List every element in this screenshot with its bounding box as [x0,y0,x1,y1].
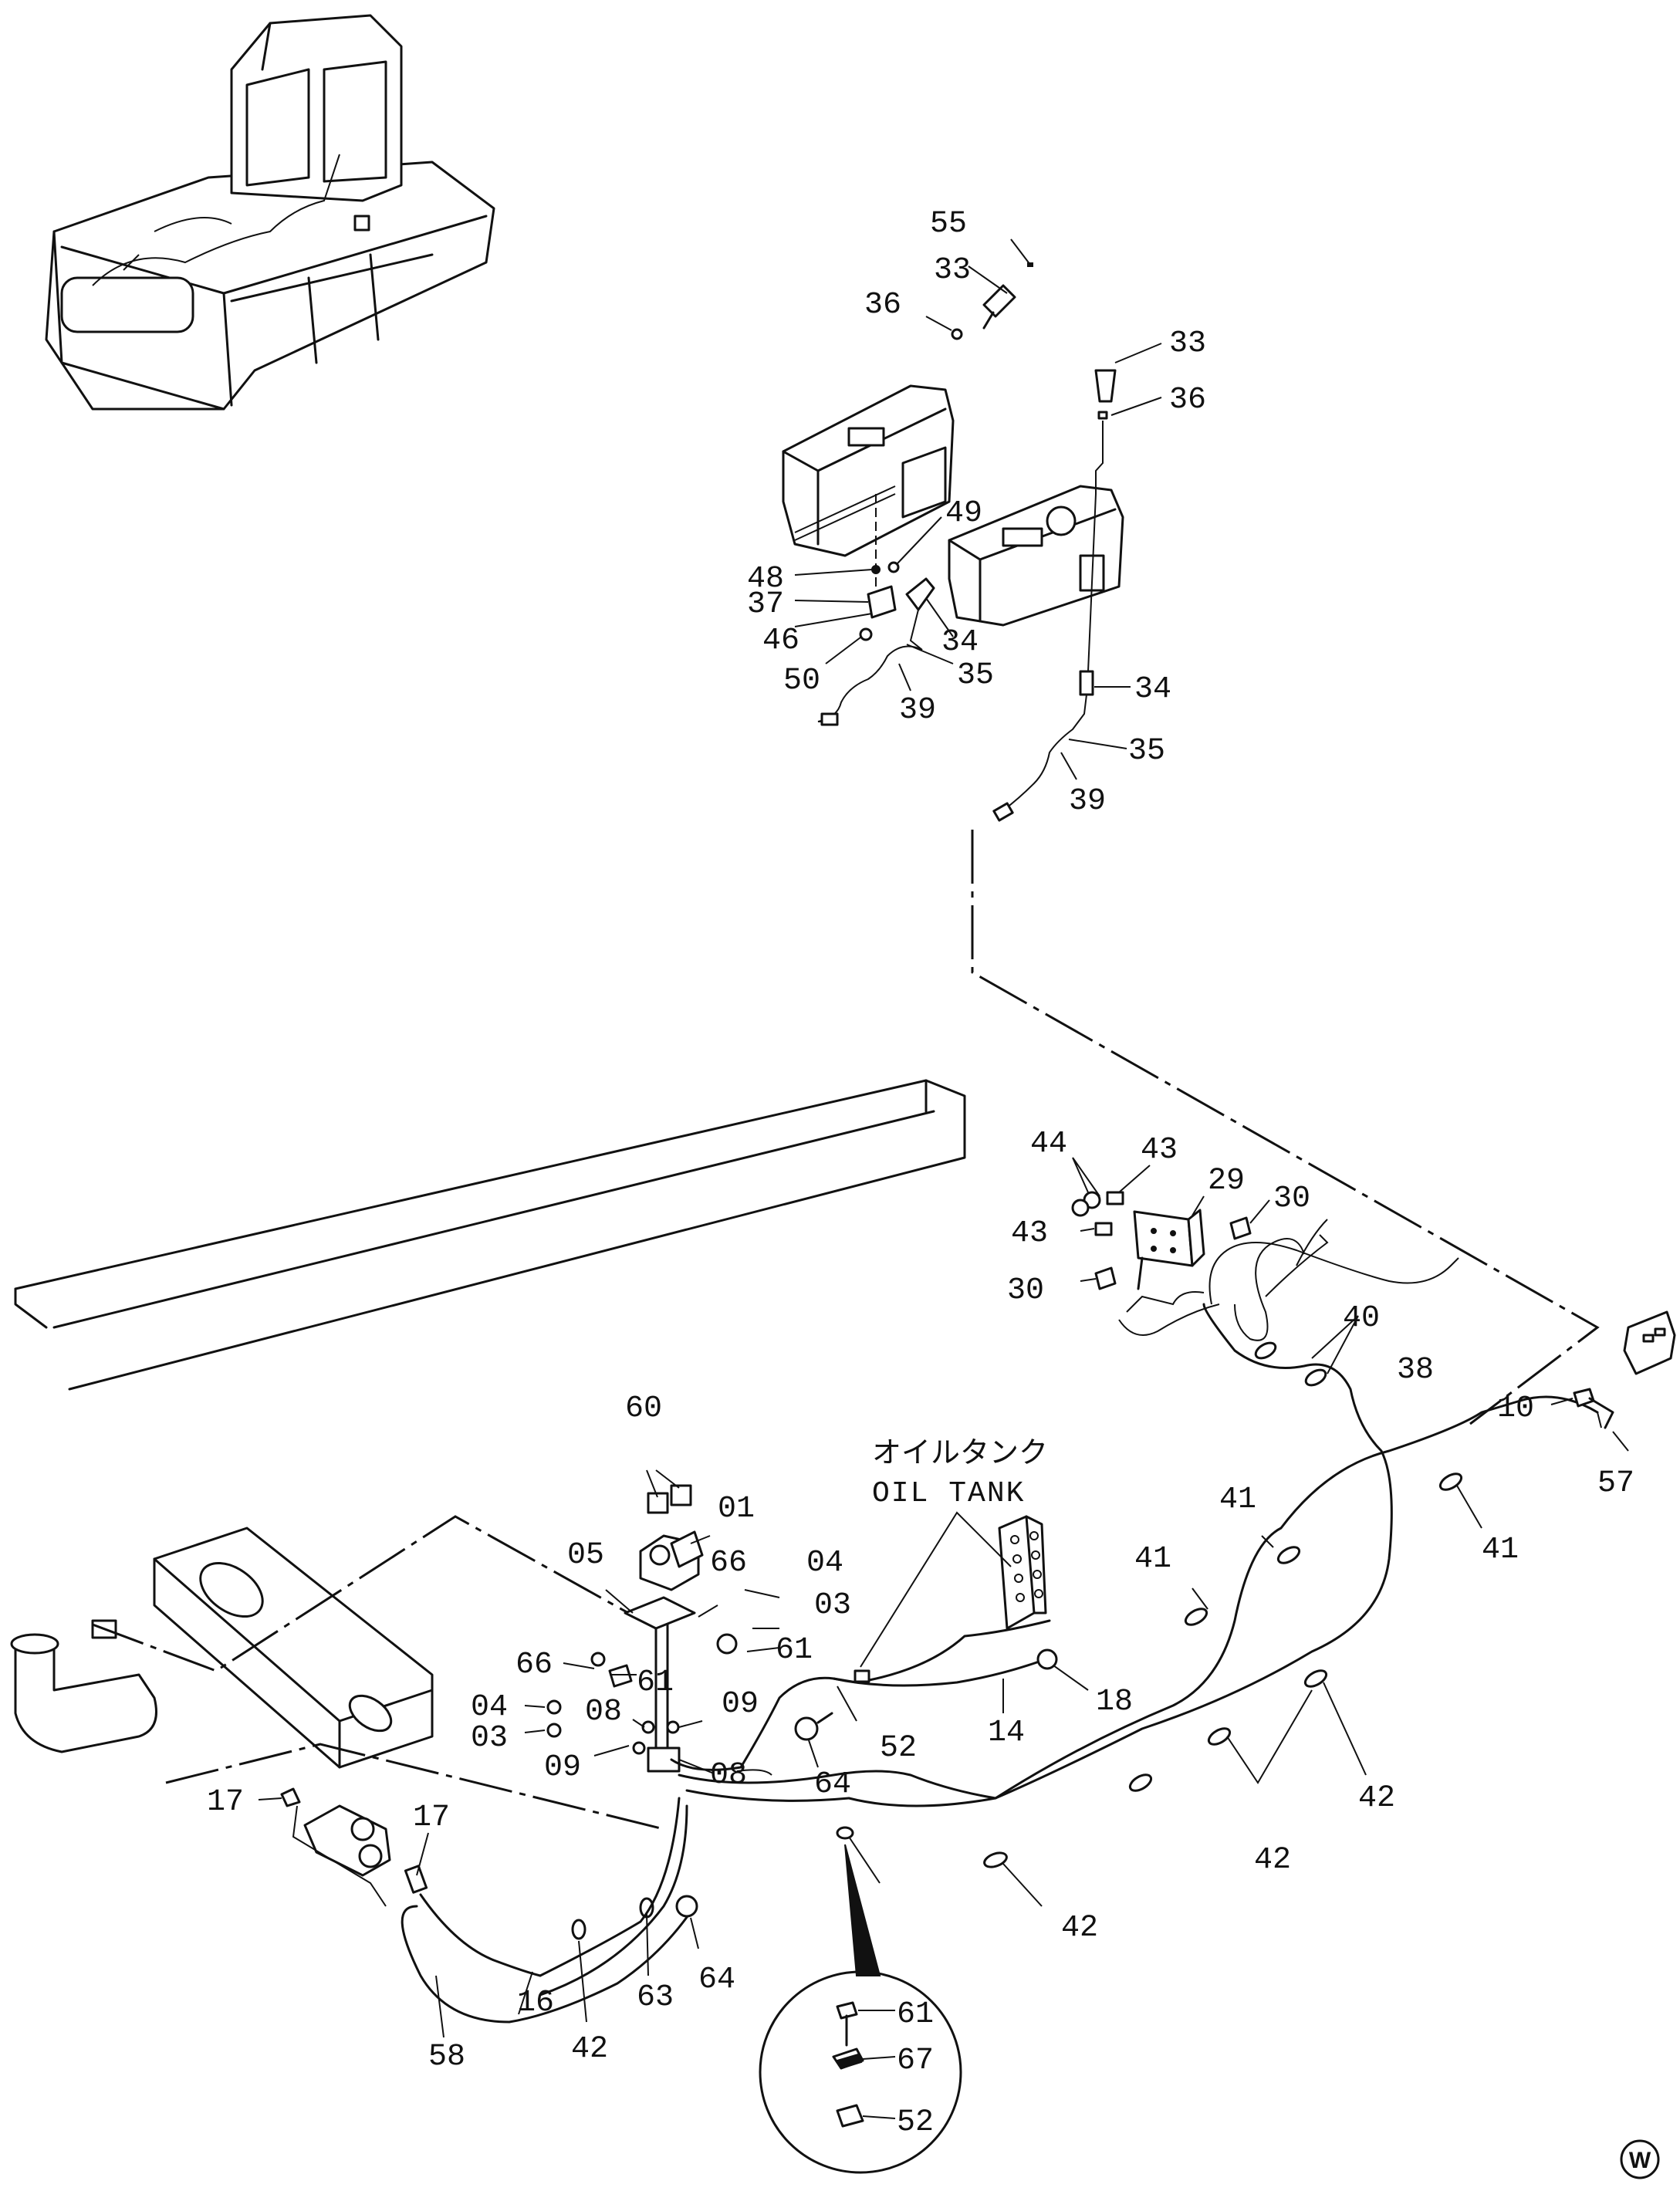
callout-30: 30 [1007,1273,1044,1308]
callout-34: 34 [941,625,979,660]
bolt-64b [675,1895,698,1918]
callout-57: 57 [1597,1466,1634,1501]
callout-43: 43 [1141,1133,1178,1168]
callout-33: 33 [1169,326,1206,361]
callout-52: 52 [897,2105,934,2140]
bracket-37 [867,585,897,619]
callout-37: 37 [747,587,784,622]
callout-67: 67 [897,2044,934,2078]
corner-mark-circle [1620,2139,1660,2179]
callout-64: 64 [814,1767,851,1802]
lever-knob-33-left [968,265,1016,330]
valve-17 [280,1787,428,1894]
callout-34: 34 [1134,672,1171,707]
callout-17: 17 [413,1800,450,1835]
callout-63: 63 [637,1980,674,2015]
left-control-box [782,384,955,557]
callout-41: 41 [1482,1533,1519,1567]
harness-38-main [670,1219,1614,1807]
frame-beam [10,1079,966,1769]
callout-64: 64 [698,1963,735,1997]
callout-16: 16 [517,1986,554,2020]
oil-tank-label-en: OIL TANK [872,1477,1025,1510]
callout-38: 38 [1397,1353,1434,1388]
callout-04: 04 [471,1690,508,1725]
callout-61: 61 [637,1665,674,1700]
callout-55: 55 [930,207,967,242]
callout-36: 36 [864,288,901,323]
callout-30: 30 [1273,1182,1310,1216]
callout-01: 01 [718,1492,755,1527]
corner-mark: W [1629,2148,1651,2173]
lever-knob-33-right [1094,343,1162,494]
fitting-18 [1036,1648,1058,1670]
callout-44: 44 [1030,1127,1067,1161]
oil-tank-bracket [854,1515,1047,1683]
callout-04: 04 [806,1546,843,1581]
callout-58: 58 [428,2040,465,2074]
callout-14: 14 [988,1716,1025,1750]
callout-61: 61 [897,1997,934,2032]
callout-42: 42 [571,2032,608,2067]
callout-05: 05 [567,1538,604,1573]
callout-18: 18 [1096,1685,1133,1719]
excavator-overview [45,14,495,411]
washer-36-left [951,328,963,340]
bracket-29 [1071,1191,1252,1290]
right-control-box [948,485,1124,627]
callout-17: 17 [207,1785,244,1820]
callout-48: 48 [747,562,784,597]
callout-39: 39 [1069,784,1106,819]
bolt-64 [794,1716,819,1741]
callout-33: 33 [934,253,971,288]
callout-42: 42 [1254,1843,1291,1878]
oil-tank-label-jp: オイルタンク [872,1435,1048,1469]
callout-66: 66 [710,1546,747,1581]
callout-labels: 55 33 36 33 36 49 48 37 46 50 34 35 39 3… [207,207,1634,2140]
callout-09: 09 [722,1687,759,1722]
callout-10: 10 [1497,1391,1534,1426]
callout-42: 42 [1061,1911,1098,1946]
callout-40: 40 [1343,1301,1380,1336]
callout-60: 60 [625,1391,662,1426]
detail-callout [759,1844,962,2174]
callout-08: 08 [585,1695,622,1729]
callout-03: 03 [814,1588,851,1623]
callout-03: 03 [471,1721,508,1756]
callout-49: 49 [945,496,982,531]
callout-29: 29 [1208,1164,1245,1199]
callout-35: 35 [957,658,994,693]
callout-08: 08 [710,1758,747,1793]
callout-09: 09 [544,1750,581,1785]
callout-52: 52 [880,1731,917,1766]
callout-42: 42 [1358,1781,1395,1816]
callout-46: 46 [762,624,799,658]
callout-35: 35 [1128,734,1165,769]
callout-61: 61 [776,1633,813,1668]
solenoid-valve-01 [624,1484,704,1773]
callout-39: 39 [899,693,936,728]
callout-50: 50 [783,664,820,698]
callout-41: 41 [1134,1542,1171,1577]
clamps [571,1341,1463,1940]
callout-41: 41 [1219,1483,1256,1517]
callout-36: 36 [1169,383,1206,418]
switch-assembly [1623,1310,1676,1375]
callout-43: 43 [1011,1216,1048,1251]
callout-66: 66 [515,1648,553,1682]
